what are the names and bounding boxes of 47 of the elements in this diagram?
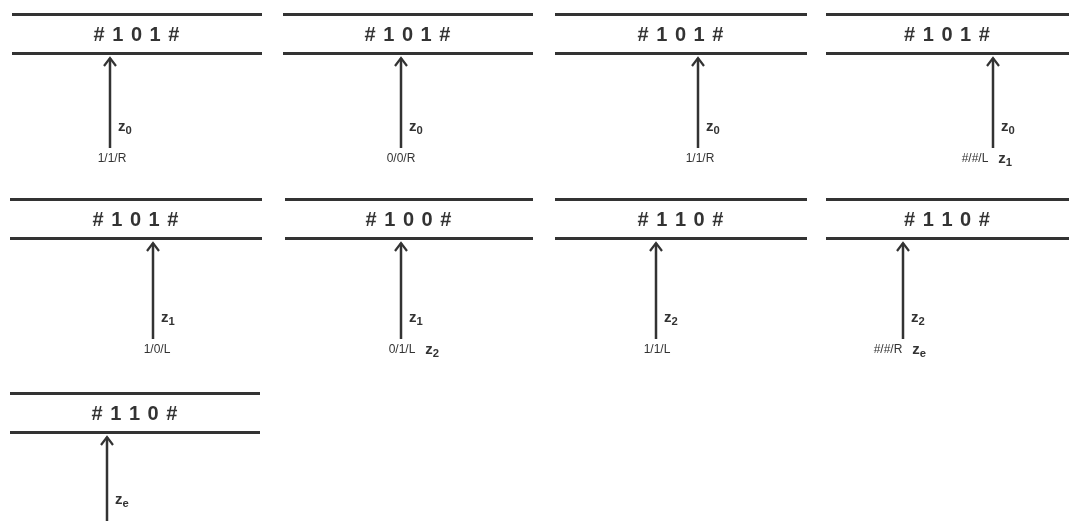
- tape-symbols: # 1 1 0 #: [91, 401, 179, 425]
- tape-symbols: # 1 0 1 #: [637, 22, 725, 46]
- tape-strip: [826, 198, 1069, 240]
- tape-strip: [285, 198, 533, 240]
- tape-strip: [10, 198, 262, 240]
- state-label: z$_{e}$: [115, 491, 129, 512]
- head-arrow: [985, 56, 1001, 148]
- head-arrow: [145, 241, 161, 339]
- head-arrow: [393, 56, 409, 148]
- transition-rule: 1/1/R: [97, 151, 127, 165]
- tape-symbols: # 1 0 1 #: [364, 22, 452, 46]
- next-state-label: z$_{1}$: [998, 150, 1013, 171]
- head-arrow: [690, 56, 706, 148]
- head-arrow: [99, 435, 115, 521]
- state-label: z$_{0}$: [409, 118, 423, 139]
- next-state-label: z$_{e}$: [912, 341, 927, 362]
- state-label: z$_{1}$: [161, 309, 175, 330]
- tape-strip: [555, 198, 807, 240]
- transition-rule: #/#/L: [961, 151, 989, 165]
- transition-rule: 1/0/L: [143, 342, 171, 356]
- transition-rule: 1/1/L: [643, 342, 671, 356]
- tape-strip: [283, 13, 533, 55]
- tape-symbols: # 1 1 0 #: [904, 207, 991, 231]
- state-label: z$_{1}$: [409, 309, 423, 330]
- transition-rule: 0/1/L: [388, 342, 416, 356]
- tape-strip: [555, 13, 807, 55]
- state-label: z$_{2}$: [911, 309, 925, 330]
- tape-symbols: # 1 1 0 #: [637, 207, 725, 231]
- next-state-label: z$_{2}$: [425, 341, 440, 362]
- tape-symbols: # 1 0 1 #: [904, 22, 991, 46]
- head-arrow: [895, 241, 911, 339]
- head-arrow: [102, 56, 118, 148]
- transition-rule: 1/1/R: [685, 151, 715, 165]
- state-label: z$_{0}$: [1001, 118, 1015, 139]
- tape-symbols: # 1 0 0 #: [365, 207, 453, 231]
- tape-symbols: # 1 0 1 #: [92, 207, 180, 231]
- head-arrow: [393, 241, 409, 339]
- head-arrow: [648, 241, 664, 339]
- state-label: z$_{0}$: [706, 118, 720, 139]
- transition-rule: 0/0/R: [386, 151, 416, 165]
- tape-strip: [12, 13, 262, 55]
- tape-strip: [10, 392, 260, 434]
- transition-rule: #/#/R: [873, 342, 903, 356]
- tape-symbols: # 1 0 1 #: [93, 22, 181, 46]
- state-label: z$_{2}$: [664, 309, 678, 330]
- tape-strip: [826, 13, 1069, 55]
- state-label: z$_{0}$: [118, 118, 132, 139]
